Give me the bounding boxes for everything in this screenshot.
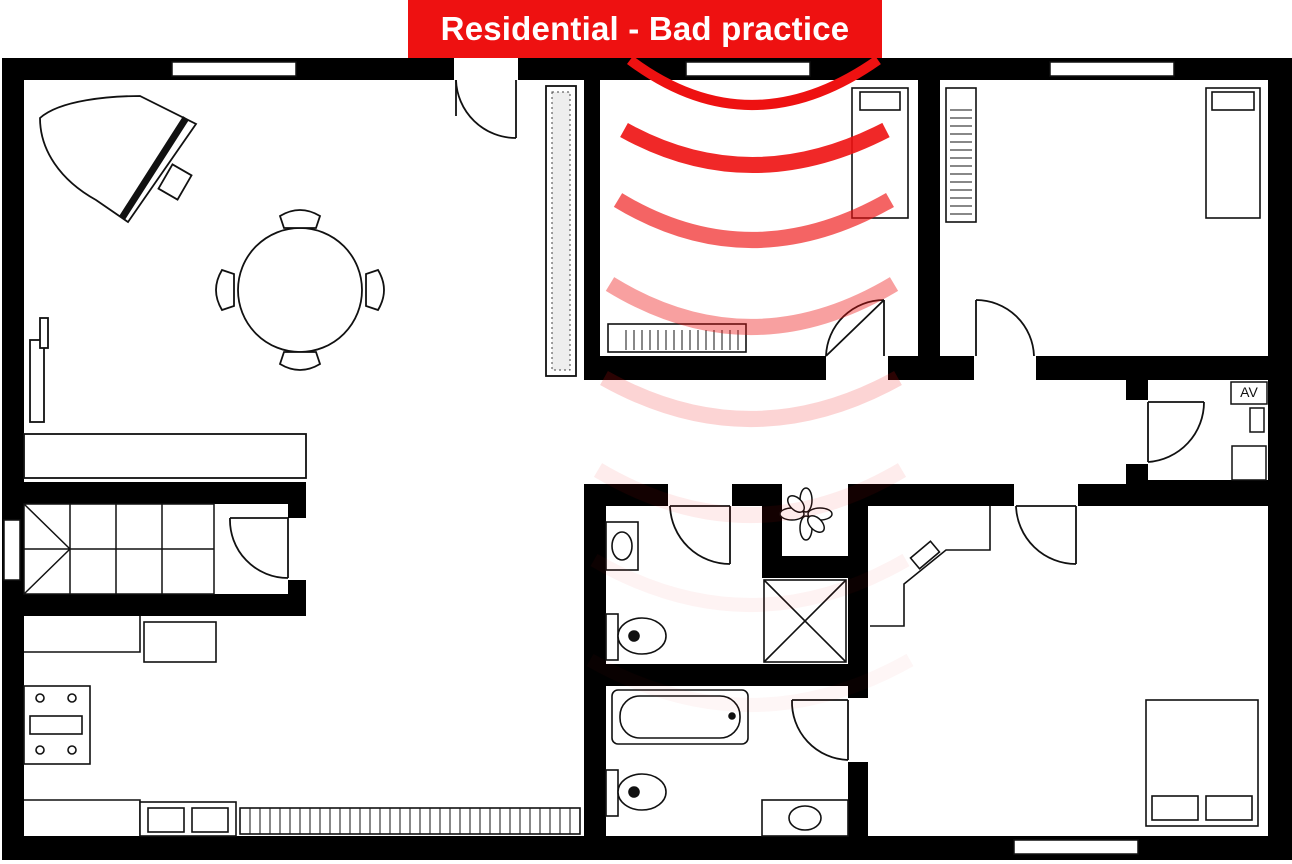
window-living-top (171, 61, 297, 77)
fridge-icon (143, 621, 217, 663)
wall-niche-left (762, 484, 782, 576)
wall-stair-bottom (2, 594, 306, 616)
radiator-bedroom1-icon (607, 323, 747, 353)
title-banner: Residential - Bad practice (408, 0, 882, 58)
signal-wave-2 (620, 122, 890, 173)
title-banner-bg (408, 0, 882, 58)
double-bed-icon (1145, 699, 1259, 827)
windows (3, 61, 1175, 855)
signal-wave-5 (600, 371, 902, 427)
wall-bath-left (584, 484, 606, 836)
bedroom-3 (870, 506, 1259, 827)
bathtub-icon (611, 689, 749, 745)
toilet-bath1-icon (605, 613, 667, 661)
exterior-wall-left (2, 58, 24, 860)
wall-hall-top (584, 356, 1268, 380)
doors (229, 79, 1205, 761)
door-entry (455, 79, 517, 139)
wall-bedroom1-left (584, 80, 600, 380)
tv-unit-icon (29, 339, 45, 423)
signal-wave-1 (627, 55, 881, 110)
plant-icon (779, 487, 833, 541)
dining-table-icon (215, 209, 385, 371)
wall-niche-bottom (762, 556, 868, 578)
bathroom-2 (605, 689, 849, 837)
window-stair-left (3, 519, 21, 581)
door-bedroom1 (825, 299, 885, 357)
signal-wave-3 (613, 193, 894, 248)
wall-niche-right (848, 484, 868, 836)
door-gaps (288, 58, 1148, 762)
wall-bedroom-divider (918, 80, 940, 380)
door-bedroom2 (975, 299, 1035, 357)
radiator-bedroom2-icon (945, 87, 977, 223)
page-title: Residential - Bad practice (440, 10, 850, 47)
av-closet (1230, 381, 1268, 481)
door-stair-closet (229, 517, 289, 579)
door-bath2 (791, 699, 849, 761)
living-room (23, 85, 577, 479)
door-closet (1147, 401, 1205, 463)
wall-bath-divider (584, 664, 868, 686)
exterior-wall-right (1268, 58, 1292, 860)
kitchen-counter (24, 616, 141, 653)
kitchen (23, 616, 581, 837)
grand-piano-icon (39, 95, 198, 224)
toilet-bath2-icon (605, 769, 667, 817)
radiator-fins (249, 808, 571, 834)
bathroom-1 (605, 521, 847, 663)
signal-wave-7 (590, 553, 910, 612)
window-bedroom2-top (1049, 61, 1175, 77)
door-bedroom3 (1015, 505, 1077, 565)
corner-desk-icon (870, 506, 991, 627)
stairs-icon (23, 503, 215, 595)
av-cabinet-icon (1231, 445, 1267, 481)
shower-icon (763, 579, 847, 663)
av-unit-label: AV (1240, 384, 1258, 400)
sofa-icon (23, 433, 307, 479)
signal-wave-8 (586, 653, 914, 712)
sink-bath2-icon (761, 799, 849, 837)
bedroom-2 (945, 87, 1261, 223)
wall-stair-top (2, 482, 306, 504)
window-bedroom1-top (685, 61, 811, 77)
signal-wave-6 (593, 463, 907, 523)
door-bath1 (669, 505, 731, 565)
bedroom-1 (607, 87, 909, 353)
signal-wave-4 (605, 277, 899, 335)
window-bedroom3-bottom (1013, 839, 1139, 855)
av-panel-icon (1230, 381, 1268, 405)
wifi-signal-waves-icon (586, 55, 914, 712)
